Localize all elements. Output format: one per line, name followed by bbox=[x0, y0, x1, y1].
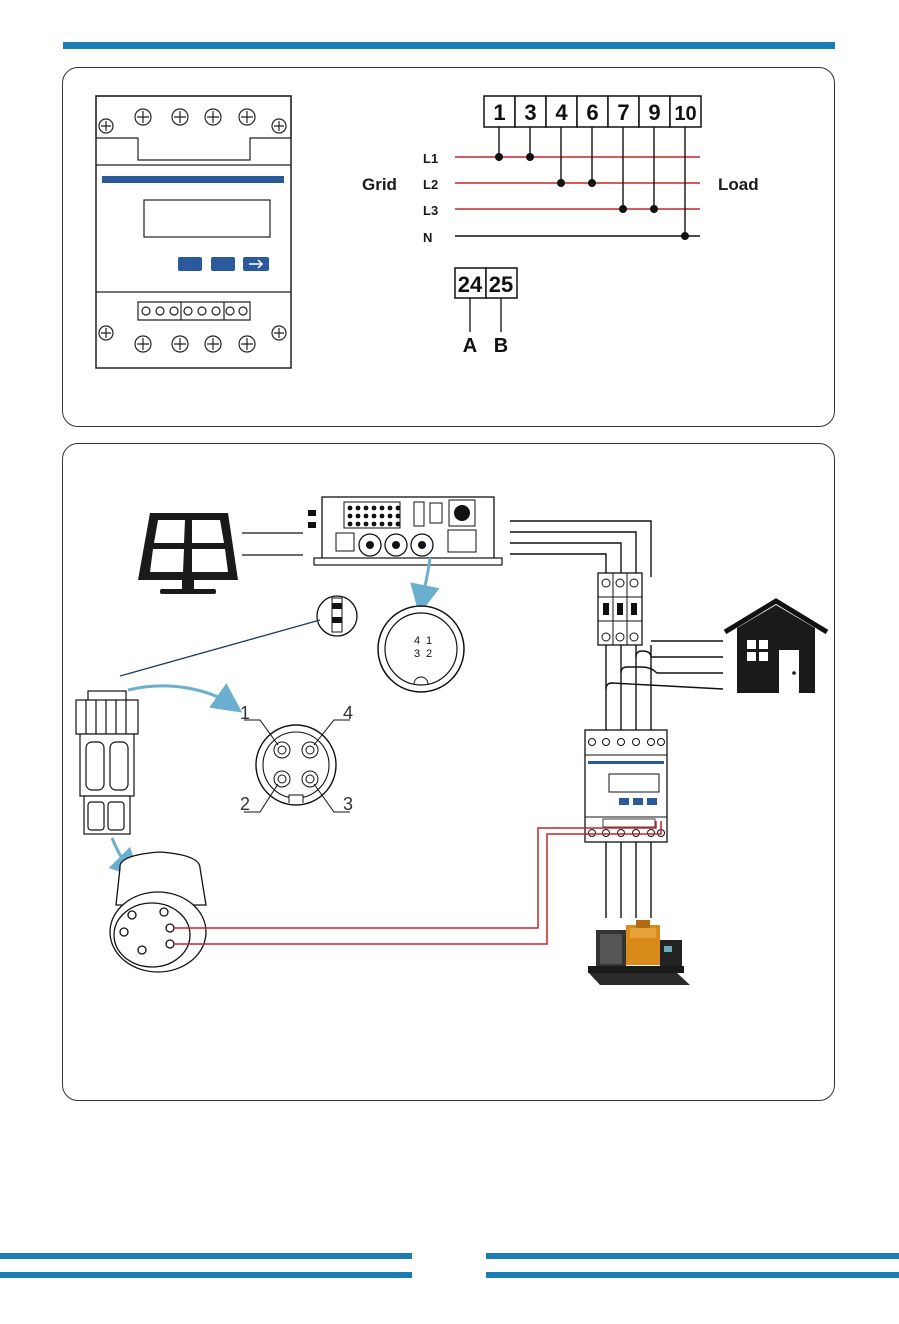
line-label-l2: L2 bbox=[423, 177, 438, 192]
line-label-n: N bbox=[423, 230, 432, 245]
socket-connector bbox=[110, 852, 206, 972]
pinout-label-3: 3 bbox=[343, 794, 353, 814]
pinout-label-4: 4 bbox=[343, 703, 353, 723]
terminal-number-1: 1 bbox=[493, 100, 505, 125]
rs485-terminal-24: 24 bbox=[458, 272, 483, 297]
terminal-number-7: 7 bbox=[617, 100, 629, 125]
terminal-number-6: 6 bbox=[586, 100, 598, 125]
pinout-label-2: 2 bbox=[240, 794, 250, 814]
connector-pinout: 1 4 2 3 bbox=[240, 703, 353, 814]
terminal-number-9: 9 bbox=[648, 100, 660, 125]
ac-output-wires bbox=[510, 521, 651, 577]
plug-connector bbox=[76, 691, 138, 834]
inverter-port-connector: 4 1 3 2 bbox=[378, 606, 464, 692]
terminal-number-10: 10 bbox=[674, 103, 696, 125]
grid-label: Grid bbox=[362, 175, 397, 194]
energy-meter-large bbox=[96, 96, 291, 368]
energy-meter-small bbox=[585, 730, 667, 842]
rs485-terminals: 24 25 A B bbox=[455, 268, 517, 357]
inverter bbox=[308, 497, 502, 565]
port-pin-3: 3 bbox=[414, 648, 420, 660]
port-pin-1: 1 bbox=[426, 635, 432, 647]
terminal-number-3: 3 bbox=[524, 100, 536, 125]
port-pin-2: 2 bbox=[426, 648, 432, 660]
house-icon bbox=[725, 601, 827, 693]
ct-connector-detail bbox=[120, 596, 357, 676]
rs485-label-b: B bbox=[494, 335, 508, 357]
rs485-label-a: A bbox=[463, 335, 477, 357]
meter-wiring-lines bbox=[455, 127, 700, 240]
house-feed-wires bbox=[606, 641, 723, 689]
line-label-l1: L1 bbox=[423, 151, 438, 166]
breaker-to-meter-wires bbox=[606, 645, 651, 730]
port-pin-4: 4 bbox=[414, 635, 420, 647]
meter-to-generator-wires bbox=[606, 842, 651, 918]
pinout-label-1: 1 bbox=[240, 703, 250, 723]
circuit-breaker bbox=[598, 573, 642, 645]
terminal-number-4: 4 bbox=[555, 100, 568, 125]
plug-arrow-to-pinout bbox=[128, 686, 230, 704]
line-label-l3: L3 bbox=[423, 203, 438, 218]
rs485-terminal-25: 25 bbox=[489, 272, 513, 297]
generator-icon bbox=[588, 920, 690, 985]
solar-panel-icon bbox=[138, 513, 238, 594]
load-label: Load bbox=[718, 175, 759, 194]
